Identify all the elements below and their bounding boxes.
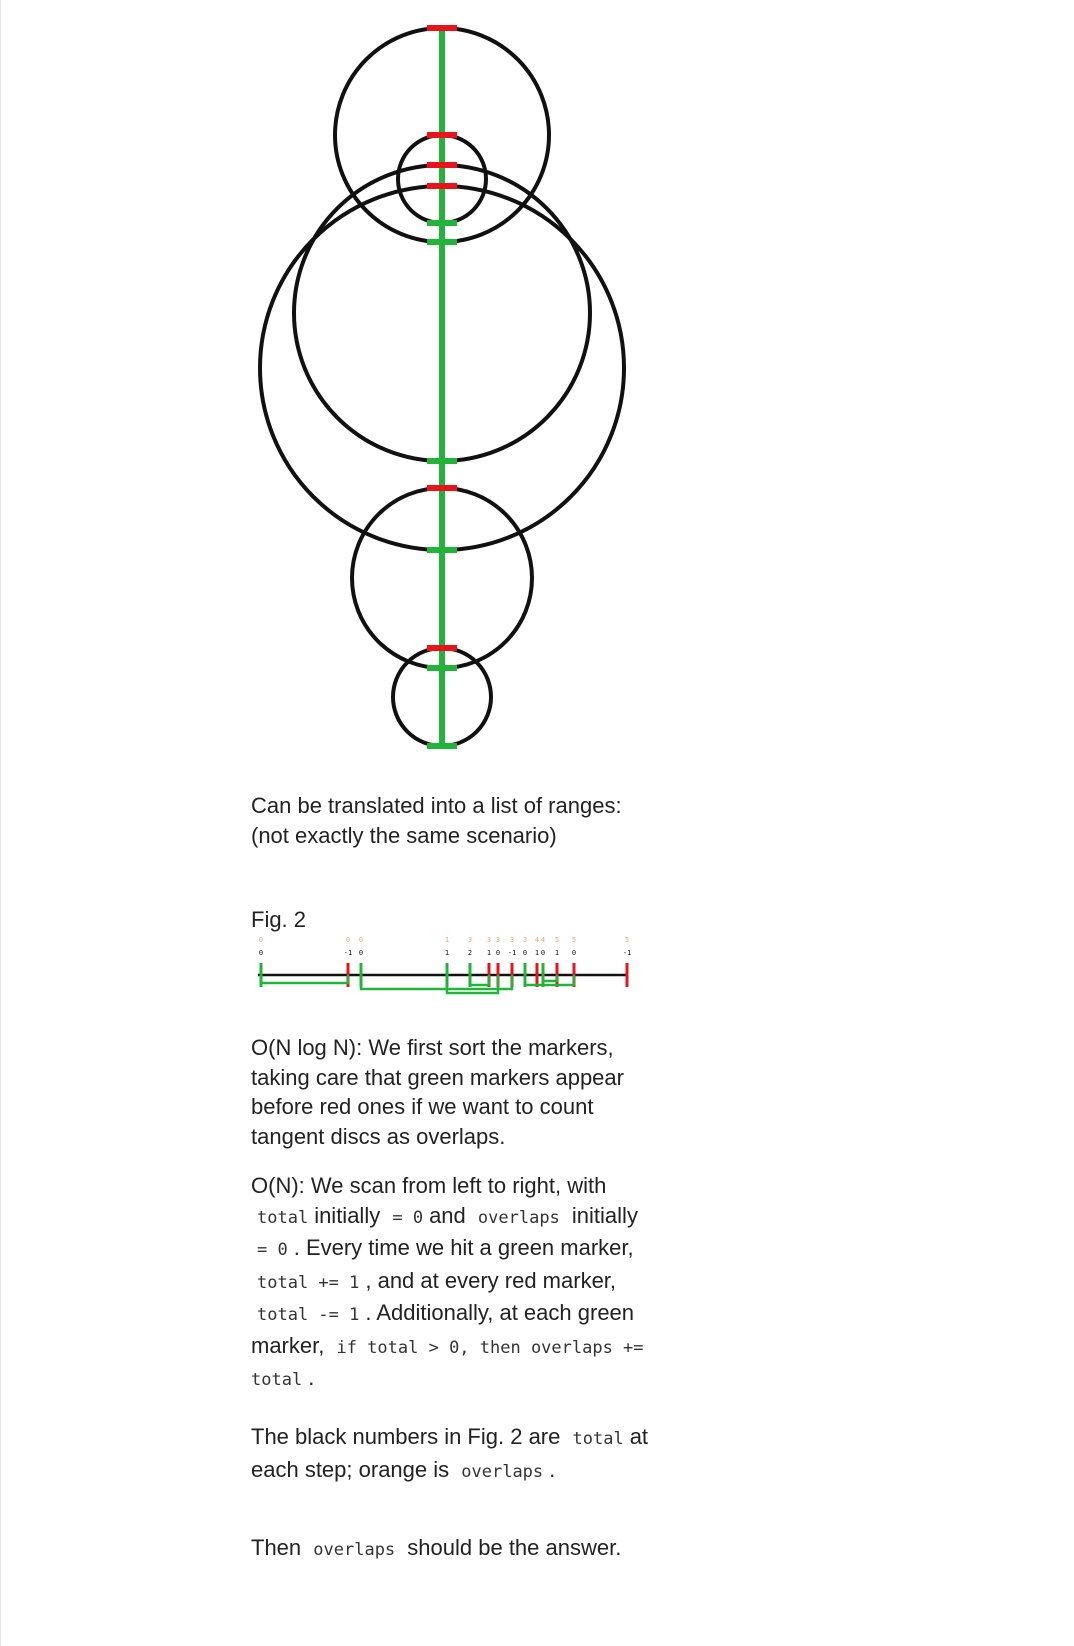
scan-text: .: [308, 1365, 315, 1390]
fig2-label: Fig. 2: [251, 907, 307, 932]
overlaps-number: 0: [346, 936, 350, 944]
overlaps-number: 5: [555, 936, 559, 944]
code-eq-zero: = 0: [392, 1207, 424, 1228]
total-number: -1: [508, 949, 516, 957]
overlaps-number: 4: [541, 936, 545, 944]
code-overlaps: overlaps: [461, 1461, 544, 1482]
overlaps-number: 3: [487, 936, 491, 944]
overlaps-number: 4: [535, 936, 539, 944]
numbers-text: .: [549, 1456, 556, 1482]
total-number: 0: [523, 949, 527, 957]
code-if-overlaps: if total > 0, then overlaps += total: [251, 1337, 644, 1391]
overlaps-number: 1: [445, 936, 449, 944]
scan-text: . Every time we hit a green marker,: [293, 1235, 634, 1260]
total-number: 0: [359, 949, 363, 957]
answer-text: should be the answer.: [407, 1535, 622, 1560]
numbers-text: The black numbers in Fig. 2 are: [251, 1424, 561, 1449]
total-number: 1: [555, 949, 559, 957]
paragraph-answer: Then overlaps should be the answer.: [251, 1533, 651, 1566]
answer-text: Then: [251, 1535, 302, 1560]
code-total: total: [257, 1207, 309, 1228]
range-bracket: [359, 975, 514, 991]
scan-text: . Additionally, at each green marker,: [251, 1300, 635, 1358]
range-bracket: [523, 975, 576, 987]
total-number: 2: [468, 949, 472, 957]
total-number: 1: [487, 949, 491, 957]
overlaps-number: 3: [468, 936, 472, 944]
range-bracket: [445, 975, 500, 995]
total-number: -1: [344, 949, 352, 957]
scan-text: initially: [571, 1202, 638, 1228]
code-overlaps: overlaps: [477, 1207, 560, 1228]
code-total-inc: total += 1: [257, 1272, 360, 1293]
page-left-border: [0, 0, 1, 1646]
code-total-dec: total -= 1: [257, 1305, 360, 1325]
scan-text: O(N): We scan from left to right, with: [251, 1173, 607, 1198]
overlaps-number: 3: [510, 936, 514, 944]
scan-text: initially: [314, 1202, 381, 1228]
total-number: 0: [541, 949, 545, 957]
total-number: 0: [572, 949, 576, 957]
overlaps-number: 0: [359, 936, 363, 944]
code-total: total: [572, 1429, 624, 1449]
overlaps-number: 5: [572, 936, 576, 944]
code-eq-zero: = 0: [257, 1240, 288, 1260]
total-number: 0: [496, 949, 500, 957]
scan-text: and: [429, 1202, 466, 1228]
range-bracket: [259, 975, 350, 985]
overlaps-number: 5: [625, 936, 629, 944]
numbers-text: at each step; orange is: [251, 1424, 649, 1482]
paragraph-sort: O(N log N): We first sort the markers, t…: [251, 1035, 624, 1149]
code-overlaps: overlaps: [313, 1540, 396, 1560]
paragraph-scan: O(N): We scan from left to right, with t…: [251, 1171, 651, 1396]
range-bracket: [541, 975, 559, 983]
overlaps-number: 3: [496, 936, 500, 944]
figure-1-circles: [258, 25, 626, 749]
total-number: 1: [535, 949, 539, 957]
overlaps-number: 3: [523, 936, 527, 944]
overlaps-number: 0: [259, 936, 263, 944]
total-number: -1: [623, 949, 631, 957]
scan-text: , and at every red marker,: [365, 1267, 617, 1293]
caption-intro: Can be translated into a list of ranges:…: [251, 793, 622, 848]
range-bracket: [468, 975, 491, 987]
total-number: 0: [259, 949, 263, 957]
total-number: 1: [445, 949, 449, 957]
